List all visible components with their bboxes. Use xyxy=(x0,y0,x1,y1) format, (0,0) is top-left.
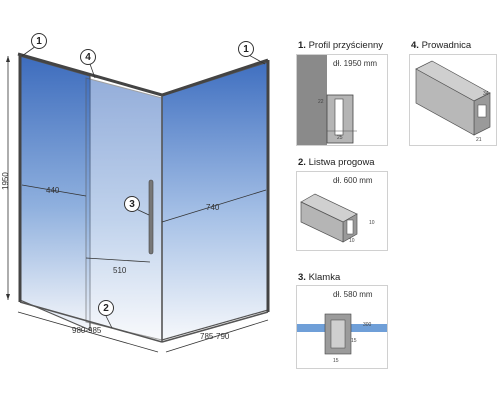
dim-width: 980-985 xyxy=(72,326,102,335)
klamka-length: dł. 580 mm xyxy=(333,290,373,299)
listwa-section-drawing xyxy=(300,193,358,243)
prowadnica-dim-a: 34 xyxy=(483,91,489,97)
callout-threshold: 2 xyxy=(98,300,114,316)
dim-handle-offset: 440 xyxy=(46,186,60,195)
klamka-dim-b: 15 xyxy=(351,338,357,344)
klamka-section-drawing xyxy=(297,313,387,355)
listwa-dim-a: 10 xyxy=(369,220,375,226)
callout-wall-profile-left: 1 xyxy=(31,33,47,49)
profil-section-box: dł. 1950 mm 22 25 xyxy=(296,54,388,146)
top-rail xyxy=(17,52,163,97)
panel-title-listwa: 2. Listwa progowa xyxy=(298,157,375,168)
dim-side-offset: 740 xyxy=(206,203,220,212)
prowadnica-dim-b: 21 xyxy=(476,137,482,143)
listwa-dim-b: 10 xyxy=(349,238,355,244)
panel-title-profil: 1. Profil przyścienny xyxy=(298,40,384,51)
prowadnica-section-box: 34 21 xyxy=(409,54,497,146)
dim-depth: 785-790 xyxy=(200,332,230,341)
klamka-dim-a: 300 xyxy=(363,322,372,328)
profil-dim-b: 25 xyxy=(337,135,343,141)
threshold-rail xyxy=(19,301,163,343)
door-handle xyxy=(148,179,154,255)
shower-cabin-diagram xyxy=(6,45,270,353)
callout-guide-rail: 4 xyxy=(80,49,96,65)
profil-dim-a: 22 xyxy=(318,99,324,105)
panel-title-klamka: 3. Klamka xyxy=(298,272,341,283)
callout-wall-profile-right: 1 xyxy=(238,41,254,57)
prowadnica-section-drawing xyxy=(415,60,491,136)
profil-section-drawing xyxy=(297,55,357,145)
klamka-dim-c: 15 xyxy=(333,358,339,364)
side-glass-panel xyxy=(161,61,269,341)
listwa-section-box: dł. 600 mm 10 10 xyxy=(296,171,388,251)
callout-handle: 3 xyxy=(124,196,140,212)
listwa-length: dł. 600 mm xyxy=(333,176,373,185)
dim-opening: 510 xyxy=(113,266,127,275)
dim-height: 1950 xyxy=(1,172,10,190)
panel-title-prowadnica: 4. Prowadnica xyxy=(411,40,472,51)
profil-length: dł. 1950 mm xyxy=(333,59,378,68)
klamka-section-box: dł. 580 mm 300 15 15 xyxy=(296,285,388,369)
